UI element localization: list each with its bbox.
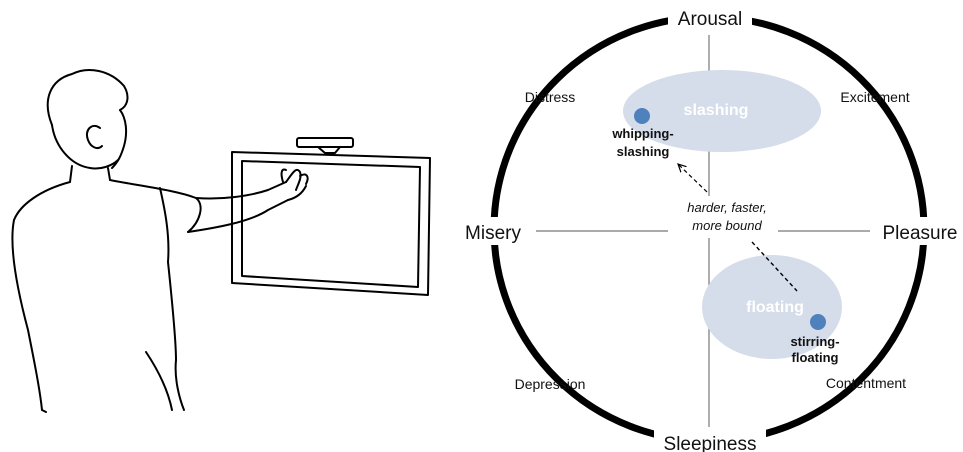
axis-label-left: Misery — [465, 223, 521, 244]
dashed-arrow-upper — [678, 164, 708, 193]
person-figure-icon — [11, 69, 309, 413]
lower-cluster-ellipse — [702, 255, 842, 359]
circumplex-diagram: Arousal Sleepiness Misery Pleasure Distr… — [458, 3, 963, 452]
cluster-label-floating: floating — [746, 299, 804, 316]
annotation-line2: more bound — [692, 218, 762, 233]
point-label-stirring-floating-line2: floating — [792, 350, 839, 365]
axis-label-right: Pleasure — [883, 223, 958, 244]
point-label-whipping-slashing-line1: whipping- — [611, 126, 673, 141]
person-at-display-illustration — [11, 69, 431, 413]
point-label-stirring-floating-line1: stirring- — [790, 334, 839, 349]
quadrant-label-distress: Distress — [525, 89, 576, 105]
point-label-whipping-slashing-line2: slashing — [617, 144, 670, 159]
data-point-whipping-slashing — [634, 108, 650, 124]
annotation-line1: harder, faster, — [687, 200, 767, 215]
quadrant-label-depression: Depression — [515, 376, 586, 392]
quadrant-label-excitement: Excitement — [840, 89, 909, 105]
upper-cluster-ellipse — [623, 70, 821, 152]
cluster-label-slashing: slashing — [684, 102, 749, 119]
data-point-stirring-floating — [810, 314, 826, 330]
quadrant-label-contentment: Contentment — [826, 375, 906, 391]
wall-display-icon — [231, 137, 431, 296]
axis-label-top: Arousal — [678, 9, 742, 30]
axis-label-bottom: Sleepiness — [664, 434, 757, 452]
